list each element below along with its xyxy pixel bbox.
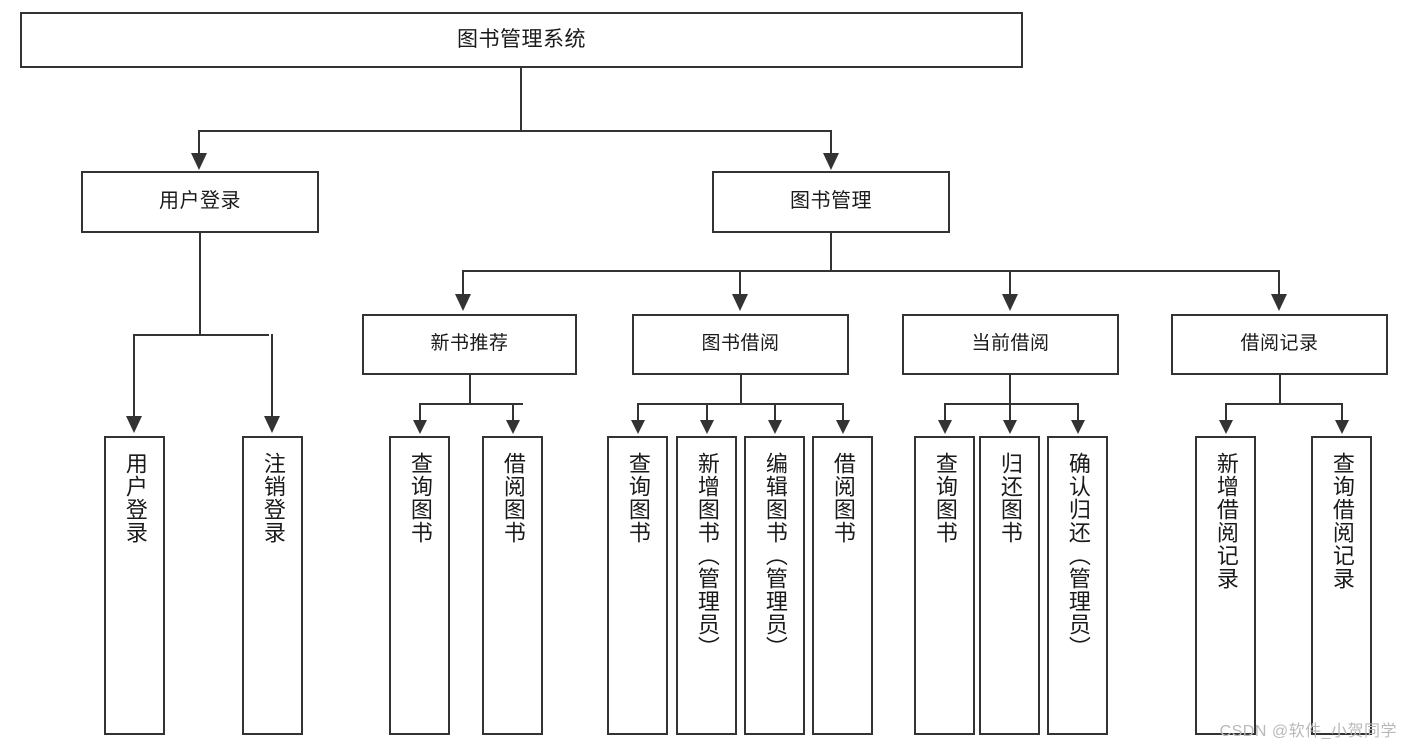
arrowhead-current-borrow-leaf-3 xyxy=(1071,420,1085,434)
edge-current-borrow-to-leaf-2 xyxy=(1009,403,1011,421)
leaf-borrow-query-book[interactable]: 查询图书 xyxy=(607,436,668,735)
edge-borrow-record-trunk xyxy=(1279,375,1281,405)
edge-root-to-book-manage xyxy=(830,130,832,157)
edge-book-borrow-trunk xyxy=(740,375,742,405)
edge-user-login-bus xyxy=(133,334,269,336)
edge-borrow-record-to-leaf-1 xyxy=(1225,403,1227,421)
edge-new-book-to-leaf-2 xyxy=(512,403,514,421)
arrowhead-new-book-leaf-1 xyxy=(413,420,427,434)
arrowhead-borrow-record xyxy=(1271,294,1287,311)
edge-bm-to-new-book xyxy=(462,270,464,296)
edge-book-management-bus xyxy=(462,270,1280,272)
arrowhead-user-login-leaf-2 xyxy=(264,416,280,433)
arrowhead-new-book-recommend xyxy=(455,294,471,311)
arrowhead-book-borrow-leaf-3 xyxy=(768,420,782,434)
arrowhead-book-borrow-leaf-1 xyxy=(631,420,645,434)
edge-bm-to-borrow-record xyxy=(1278,270,1280,296)
leaf-recommend-borrow-book[interactable]: 借阅图书 xyxy=(482,436,543,735)
edge-root-to-user-login xyxy=(198,130,200,157)
leaf-user-login[interactable]: 用户登录 xyxy=(104,436,165,735)
edge-book-borrow-to-leaf-4 xyxy=(842,403,844,421)
node-label: 借阅图书 xyxy=(500,452,526,544)
edge-borrow-record-bus xyxy=(1225,403,1342,405)
edge-book-borrow-bus xyxy=(637,403,844,405)
arrowhead-to-book-manage xyxy=(823,153,839,170)
leaf-recommend-query-book[interactable]: 查询图书 xyxy=(389,436,450,735)
node-current-borrow[interactable]: 当前借阅 xyxy=(902,314,1119,375)
arrowhead-user-login-leaf-1 xyxy=(126,416,142,433)
edge-user-login-to-leaf-1 xyxy=(133,334,135,419)
edge-root-trunk xyxy=(520,68,522,131)
edge-user-login-trunk xyxy=(199,233,201,336)
leaf-record-query-record[interactable]: 查询借阅记录 xyxy=(1311,436,1372,735)
node-label: 查询图书 xyxy=(407,452,433,544)
node-label: 新增借阅记录 xyxy=(1213,452,1239,590)
edge-new-book-trunk xyxy=(469,375,471,405)
arrowhead-book-borrow-leaf-4 xyxy=(836,420,850,434)
leaf-current-return-book[interactable]: 归还图书 xyxy=(979,436,1040,735)
edge-book-management-trunk xyxy=(830,233,832,272)
leaf-borrow-borrow-book[interactable]: 借阅图书 xyxy=(812,436,873,735)
csdn-watermark: CSDN @软件_小贺同学 xyxy=(1219,723,1397,740)
node-label: 图书借阅 xyxy=(701,333,780,355)
node-root-system[interactable]: 图书管理系统 xyxy=(20,12,1023,68)
edge-book-borrow-to-leaf-3 xyxy=(774,403,776,421)
arrowhead-current-borrow-leaf-2 xyxy=(1003,420,1017,434)
arrowhead-current-borrow xyxy=(1002,294,1018,311)
edge-book-borrow-to-leaf-2 xyxy=(706,403,708,421)
node-label: 查询图书 xyxy=(625,452,651,544)
node-book-borrow[interactable]: 图书借阅 xyxy=(632,314,849,375)
node-book-management[interactable]: 图书管理 xyxy=(712,171,950,233)
edge-book-borrow-to-leaf-1 xyxy=(637,403,639,421)
node-label: 借阅记录 xyxy=(1240,333,1319,355)
node-label: 当前借阅 xyxy=(971,333,1050,355)
node-label: 注销登录 xyxy=(260,452,286,544)
edge-bm-to-book-borrow xyxy=(739,270,741,296)
arrowhead-to-user-login xyxy=(191,153,207,170)
edge-current-borrow-to-leaf-1 xyxy=(944,403,946,421)
edge-bm-to-current-borrow xyxy=(1009,270,1011,296)
node-label: 查询图书 xyxy=(932,452,958,544)
node-label: 归还图书 xyxy=(997,452,1023,544)
leaf-borrow-edit-book-admin[interactable]: 编辑图书（管理员） xyxy=(744,436,805,735)
node-label: 新书推荐 xyxy=(430,333,509,355)
edge-current-borrow-to-leaf-3 xyxy=(1077,403,1079,421)
edge-new-book-to-leaf-1 xyxy=(419,403,421,421)
node-label: 新增图书（管理员） xyxy=(694,452,720,659)
leaf-borrow-add-book-admin[interactable]: 新增图书（管理员） xyxy=(676,436,737,735)
node-borrow-record[interactable]: 借阅记录 xyxy=(1171,314,1388,375)
leaf-record-add-record[interactable]: 新增借阅记录 xyxy=(1195,436,1256,735)
leaf-logout[interactable]: 注销登录 xyxy=(242,436,303,735)
edge-current-borrow-trunk xyxy=(1009,375,1011,405)
leaf-current-confirm-return-admin[interactable]: 确认归还（管理员） xyxy=(1047,436,1108,735)
node-label: 借阅图书 xyxy=(830,452,856,544)
edge-current-borrow-bus xyxy=(944,403,1078,405)
node-user-login[interactable]: 用户登录 xyxy=(81,171,319,233)
node-label: 确认归还（管理员） xyxy=(1065,452,1091,659)
edge-user-login-to-leaf-2 xyxy=(271,334,273,419)
arrowhead-borrow-record-leaf-2 xyxy=(1335,420,1349,434)
arrowhead-new-book-leaf-2 xyxy=(506,420,520,434)
arrowhead-current-borrow-leaf-1 xyxy=(938,420,952,434)
node-label: 用户登录 xyxy=(159,190,241,213)
arrowhead-book-borrow xyxy=(732,294,748,311)
node-label: 编辑图书（管理员） xyxy=(762,452,788,659)
node-label: 查询借阅记录 xyxy=(1329,452,1355,590)
node-new-book-recommend[interactable]: 新书推荐 xyxy=(362,314,577,375)
node-label: 图书管理系统 xyxy=(457,27,586,51)
arrowhead-borrow-record-leaf-1 xyxy=(1219,420,1233,434)
leaf-current-query-book[interactable]: 查询图书 xyxy=(914,436,975,735)
arrowhead-book-borrow-leaf-2 xyxy=(700,420,714,434)
node-label: 用户登录 xyxy=(122,452,148,544)
edge-root-bus xyxy=(198,130,832,132)
edge-new-book-bus xyxy=(419,403,523,405)
edge-borrow-record-to-leaf-2 xyxy=(1341,403,1343,421)
node-label: 图书管理 xyxy=(790,190,872,213)
